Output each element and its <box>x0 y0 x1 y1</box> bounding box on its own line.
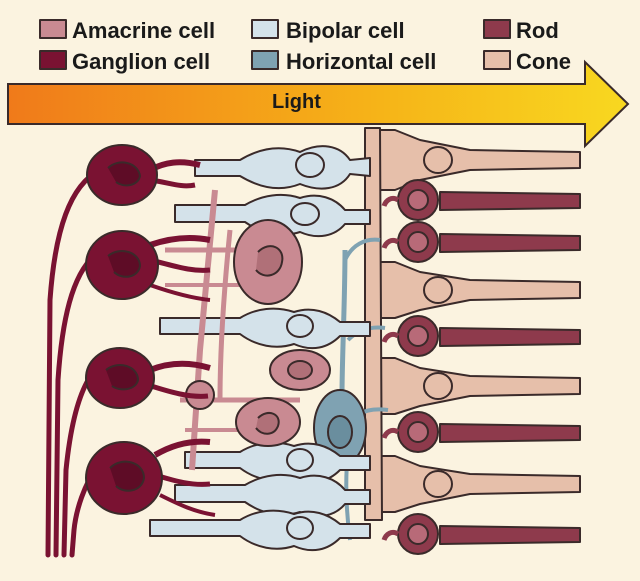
legend-item-ganglion: Ganglion cell <box>39 49 210 74</box>
legend-item-horizontal: Horizontal cell <box>251 49 436 74</box>
legend-item-bipolar: Bipolar cell <box>251 18 405 43</box>
legend-item-rod: Rod <box>483 18 559 43</box>
cone <box>369 455 581 513</box>
cone-nucleus <box>423 146 453 174</box>
cone-nucleus <box>423 276 453 304</box>
legend-swatch-amacrine <box>39 19 67 39</box>
ganglion-cell <box>85 347 211 409</box>
legend-label-cone: Cone <box>516 49 571 74</box>
ganglion-cell <box>85 438 216 517</box>
rod <box>381 513 581 555</box>
cone <box>369 261 581 319</box>
ganglion-cells <box>85 144 216 517</box>
legend-item-amacrine: Amacrine cell <box>39 18 215 43</box>
rod <box>381 221 581 263</box>
rods <box>381 179 581 555</box>
legend-label-rod: Rod <box>516 18 559 43</box>
legend-label-ganglion: Ganglion cell <box>72 49 210 74</box>
light-arrow: Light <box>7 59 630 149</box>
cone-nucleus <box>423 372 453 400</box>
bipolar-cell <box>149 509 371 552</box>
cone-nucleus <box>423 470 453 498</box>
legend-swatch-bipolar <box>251 19 279 39</box>
bipolar-cells <box>149 145 371 552</box>
rod <box>381 179 581 221</box>
rod <box>381 315 581 357</box>
legend-item-cone: Cone <box>483 49 571 74</box>
cones <box>364 127 581 521</box>
rod <box>381 411 581 453</box>
ganglion-cell <box>86 144 201 206</box>
light-arrow-shape <box>7 59 630 149</box>
legend: Amacrine cell Bipolar cell Rod Ganglion … <box>39 18 571 74</box>
cone <box>369 357 581 415</box>
legend-label-bipolar: Bipolar cell <box>286 18 405 43</box>
amacrine-cells <box>165 189 331 471</box>
cone <box>369 129 581 191</box>
light-arrow-label: Light <box>272 91 321 113</box>
legend-swatch-horizontal <box>251 50 279 70</box>
legend-label-amacrine: Amacrine cell <box>72 18 215 43</box>
cone-pedicles <box>364 127 383 521</box>
legend-swatch-rod <box>483 19 511 39</box>
bipolar-cell <box>159 307 371 350</box>
legend-label-horizontal: Horizontal cell <box>286 49 436 74</box>
legend-swatch-ganglion <box>39 50 67 70</box>
ganglion-cell <box>85 230 211 302</box>
bipolar-cell <box>194 145 371 190</box>
legend-swatch-cone <box>483 50 511 70</box>
